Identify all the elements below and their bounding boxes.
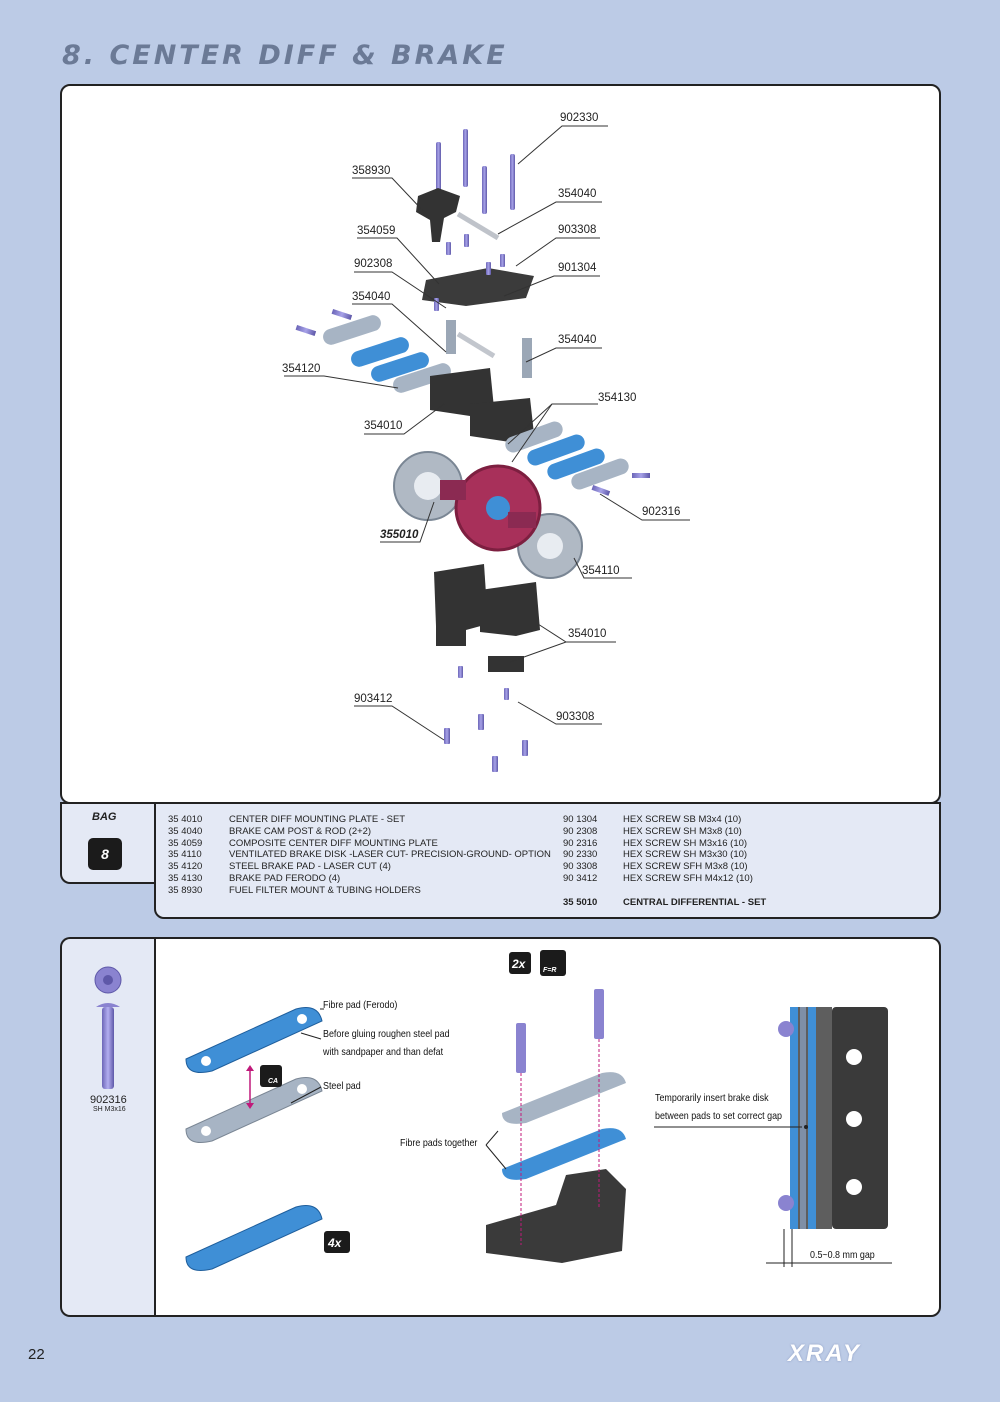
screw-legend-panel — [60, 937, 156, 1317]
exploded-diagram-panel — [60, 84, 941, 804]
steel-pad-illustration — [185, 1077, 323, 1143]
exploded-diagram: 902330 358930 354040 354059 903308 90230… — [282, 112, 690, 772]
note-glue-line1: Before gluing roughen steel pad — [323, 1028, 450, 1040]
note-gap: 0.5~0.8 mm gap — [810, 1249, 875, 1261]
qty-4x-badge — [324, 1231, 350, 1253]
note-fibre-together: Fibre pads together — [400, 1137, 478, 1149]
qty-4x-label: 4x — [327, 1236, 343, 1250]
leader-lines — [284, 125, 690, 741]
qty-2x-label: 2x — [511, 957, 527, 971]
lower-mount-right — [480, 582, 540, 636]
callout-903412: 903412 — [354, 693, 392, 705]
bag-label: BAG — [92, 811, 117, 823]
bottom-screws — [444, 666, 528, 772]
callout-354040: 354040 — [352, 291, 390, 303]
note-fibre-pad: Fibre pad (Ferodo) — [323, 999, 398, 1011]
note-insert-line1: Temporarily insert brake disk — [655, 1092, 769, 1104]
lower-mount-left — [434, 564, 488, 630]
front-rear-label: F=R — [543, 967, 556, 974]
mount-block — [486, 1169, 626, 1263]
ca-label: CA — [268, 1078, 278, 1085]
note-glue-line2: with sandpaper and than defat — [323, 1046, 444, 1058]
right-brake-pads — [505, 421, 650, 496]
callout-903308: 903308 — [558, 224, 596, 236]
page-title: 8. CENTER DIFF & BRAKE — [62, 40, 508, 71]
upper-mount-right — [470, 398, 534, 442]
callout-902330: 902330 — [560, 112, 598, 124]
composite-plate — [422, 268, 534, 306]
callout-901304: 901304 — [558, 262, 597, 274]
cam-post-left — [446, 320, 456, 354]
qty-2x-badge — [509, 952, 531, 974]
small-screws — [434, 234, 505, 311]
callout-354010: 354010 — [364, 420, 402, 432]
callout-354059: 354059 — [357, 225, 395, 237]
screw-spec: SH M3x16 — [93, 1106, 126, 1113]
bag-number-badge: 8 — [88, 838, 122, 870]
brake-cam-part — [416, 188, 460, 242]
ferodo-pad-illustration — [185, 1007, 323, 1073]
callout-902316: 902316 — [642, 506, 680, 518]
callout-903308: 903308 — [556, 711, 594, 723]
brake-pad-assembly-illustration: CA 4x 2x F=R — [185, 950, 892, 1271]
callout-354040: 354040 — [558, 334, 596, 346]
page-number: 22 — [28, 1346, 45, 1363]
cam-post-right — [522, 338, 532, 378]
callout-358930: 358930 — [352, 165, 390, 177]
xray-logo: XRAY — [788, 1340, 861, 1367]
callout-354040: 354040 — [558, 188, 596, 200]
callout-355010: 355010 — [380, 529, 419, 541]
callout-354130: 354130 — [598, 392, 636, 404]
front-rear-icon — [540, 950, 566, 976]
note-steel-pad: Steel pad — [323, 1080, 361, 1092]
long-screws — [436, 129, 515, 214]
ferodo-pad-4x-illustration — [185, 1205, 323, 1271]
screw-code: 902316 — [90, 1094, 127, 1106]
glue-ca-icon — [260, 1065, 282, 1087]
callout-902308: 902308 — [354, 258, 392, 270]
callout-354120: 354120 — [282, 363, 320, 375]
screw-902316-icon — [94, 966, 122, 1089]
note-insert-line2: between pads to set correct gap — [655, 1110, 783, 1122]
callout-354110: 354110 — [582, 565, 620, 577]
brake-rod — [456, 211, 500, 241]
callout-354010: 354010 — [568, 628, 606, 640]
left-brake-pads — [295, 309, 451, 393]
